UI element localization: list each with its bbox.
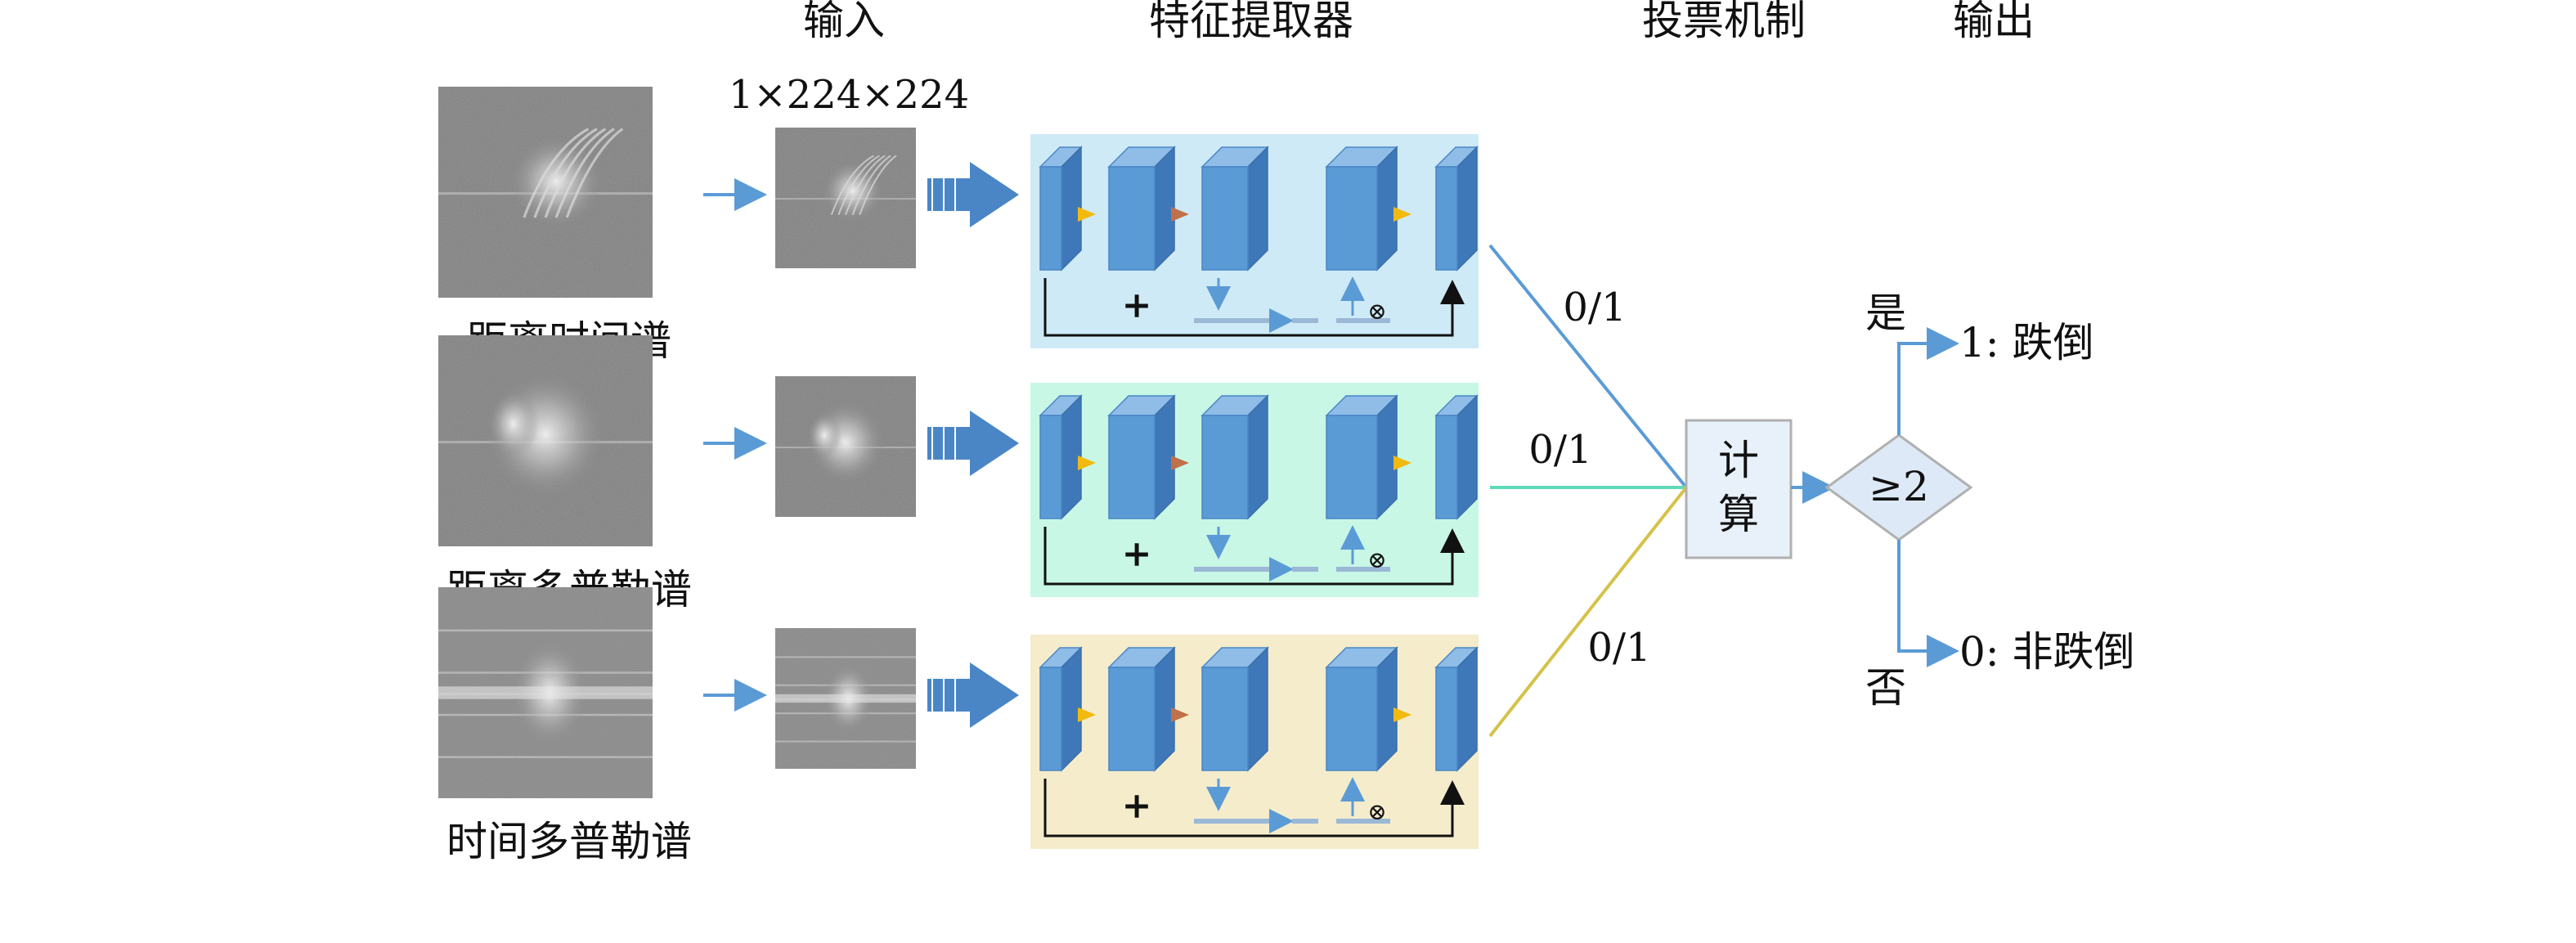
branch-2: 距离多普勒谱+⊗	[438, 335, 1479, 613]
spectrogram-3	[438, 587, 653, 798]
branches: 距离时间谱+⊗距离多普勒谱+⊗时间多普勒谱+⊗	[438, 87, 1479, 865]
feature-block-input	[1039, 394, 1083, 520]
feed-arrow-3	[927, 662, 1019, 728]
conv-arrow-2	[1393, 707, 1411, 722]
pool-arrow	[1171, 207, 1189, 222]
spectrogram-label-3: 时间多普勒谱	[447, 818, 692, 865]
header-output: 输出	[1953, 0, 2035, 44]
input-size-label: 1×224×224	[729, 72, 969, 118]
no-arrow	[1897, 540, 1959, 667]
branch-1: 距离时间谱+⊗	[438, 87, 1479, 365]
feature-block-3	[1325, 146, 1398, 272]
feature-block-1	[1107, 394, 1176, 520]
branch-3: 时间多普勒谱 + ⊗	[438, 587, 1479, 865]
pool-arrow	[1171, 707, 1189, 722]
input-image-1	[775, 128, 916, 268]
skip-connection	[1043, 278, 1465, 337]
feature-block-2	[1200, 394, 1269, 520]
feature-block-2	[1200, 146, 1269, 272]
decision-no-label: 否	[1865, 664, 1906, 712]
skip-connection	[1043, 527, 1465, 586]
yes-arrow	[1897, 327, 1959, 435]
add-symbol: +	[1122, 533, 1152, 575]
feature-block-output	[1434, 646, 1479, 772]
connector-line-1	[1488, 244, 1688, 489]
conv-arrow-1	[1078, 707, 1096, 722]
header-input: 输入	[803, 0, 885, 44]
output-nonfall: 0: 非跌倒	[1959, 628, 2135, 676]
feed-arrow-1	[927, 162, 1019, 227]
input-image-2	[775, 376, 916, 517]
conv-arrow-1	[1078, 456, 1096, 470]
conv-arrow-2	[1393, 207, 1411, 222]
compute-label-line1: 计	[1718, 437, 1759, 484]
connector-line-3	[1488, 486, 1688, 738]
branch-output-3: 0/1	[1587, 625, 1650, 671]
add-symbol: +	[1122, 285, 1152, 326]
multiply-symbol: ⊗	[1367, 798, 1386, 825]
feature-block-input	[1039, 646, 1083, 772]
header-extractor: 特征提取器	[1149, 0, 1353, 44]
branch-output-2: 0/1	[1528, 427, 1591, 473]
multiply-symbol: ⊗	[1367, 298, 1386, 325]
spectrogram-2	[438, 335, 653, 546]
multiply-symbol: ⊗	[1367, 546, 1386, 573]
decision-threshold: ≥2	[1869, 463, 1929, 510]
add-symbol: +	[1122, 785, 1152, 827]
feature-block-output	[1434, 394, 1479, 520]
pool-arrow	[1171, 456, 1189, 470]
decision-yes-label: 是	[1865, 290, 1906, 337]
branch-output-1: 0/1	[1563, 285, 1626, 330]
input-image-3	[775, 628, 916, 769]
feature-block-1	[1107, 646, 1176, 772]
conv-arrow-1	[1078, 207, 1096, 222]
feed-arrow-2	[927, 411, 1019, 476]
spectrogram-1	[438, 87, 653, 298]
feature-block-3	[1325, 394, 1398, 520]
skip-connection	[1043, 779, 1465, 837]
feature-block-input	[1039, 146, 1083, 272]
conv-arrow-2	[1393, 456, 1411, 470]
output-fall: 1: 跌倒	[1959, 319, 2094, 366]
feature-block-1	[1107, 146, 1176, 272]
header-voting: 投票机制	[1642, 0, 1806, 44]
compute-label-line2: 算	[1718, 491, 1759, 538]
feature-block-2	[1200, 646, 1269, 772]
feature-block-output	[1434, 146, 1479, 272]
feature-block-3	[1325, 646, 1398, 772]
